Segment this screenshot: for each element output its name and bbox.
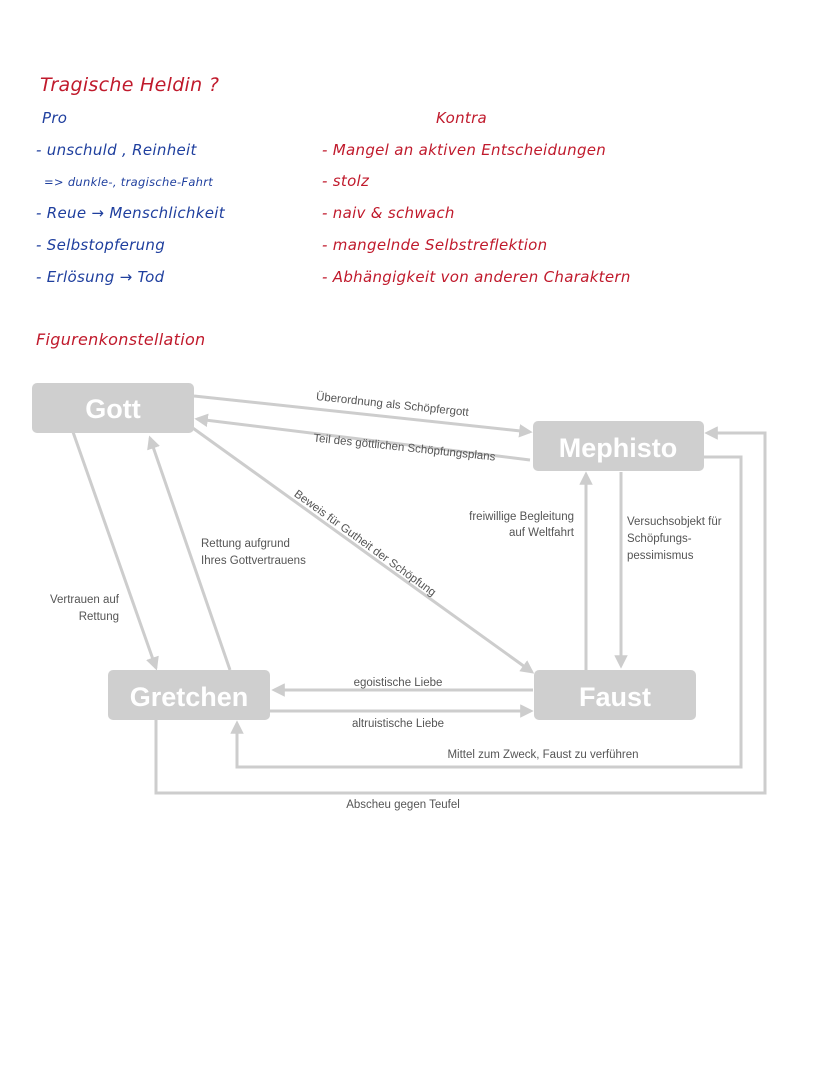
edge-label-mephisto-faust: pessimismus	[627, 550, 694, 562]
node-gott: Gott	[32, 383, 194, 433]
edge-label-gott-gretchen: Rettung	[79, 611, 119, 623]
pro-item: - Erlösung → Tod	[36, 268, 165, 286]
edge-label-gretchen-gott: Ihres Gottvertrauens	[201, 555, 306, 567]
contra-item: - Mangel an aktiven Entscheidungen	[322, 141, 607, 159]
node-gretchen: Gretchen	[108, 670, 270, 720]
edge-gretchen-mephisto	[154, 426, 767, 795]
edge-gott-faust	[189, 424, 535, 674]
edge-gott-gretchen	[71, 431, 159, 671]
edge-label-gott-mephisto: Überordnung als Schöpfergott	[315, 391, 470, 419]
edge-label-mephisto-faust: Schöpfungs-	[627, 533, 692, 545]
contra-item: - mangelnde Selbstreflektion	[322, 236, 548, 254]
edge-gott-mephisto	[193, 394, 533, 438]
pro-heading: Pro	[42, 109, 68, 127]
edge-gretchen-gott	[147, 435, 232, 671]
edge-label-gott-faust: Beweis für Gutheit der Schöpfung	[292, 488, 438, 599]
node-faust: Faust	[534, 670, 696, 720]
edge-label-gretchen-gott: Rettung aufgrund	[201, 538, 290, 550]
edge-label-mephisto-faust: Versuchsobjekt für	[627, 516, 722, 528]
edge-label-mephisto-gott: Teil des göttlichen Schöpfungsplans	[313, 432, 496, 463]
edge-label-faust-gretchen: egoistische Liebe	[354, 677, 443, 689]
edge-label-gretchen-faust: altruistische Liebe	[352, 718, 444, 730]
node-mephisto-label: Mephisto	[559, 433, 678, 463]
pro-item: - unschuld , Reinheit	[36, 141, 197, 159]
contra-item: - naiv & schwach	[322, 204, 455, 222]
pro-item: - Selbstopferung	[36, 236, 166, 254]
node-mephisto: Mephisto	[533, 421, 704, 471]
character-constellation-diagram: Gott Mephisto Gretchen Faust Überordnung…	[32, 383, 767, 811]
contra-item: - Abhängigkeit von anderen Charaktern	[322, 268, 631, 286]
edge-mephisto-gretchen	[230, 455, 743, 769]
edge-mephisto-gott	[194, 413, 531, 462]
node-faust-label: Faust	[579, 682, 651, 712]
edge-label-gretchen-mephisto: Abscheu gegen Teufel	[346, 799, 460, 811]
edge-label-gott-gretchen: Vertrauen auf	[50, 594, 120, 606]
page-title: Tragische Heldin ?	[40, 74, 220, 96]
contra-heading: Kontra	[436, 109, 488, 127]
edge-label-mephisto-gretchen: Mittel zum Zweck, Faust zu verführen	[447, 749, 638, 761]
node-gretchen-label: Gretchen	[130, 682, 249, 712]
edge-label-faust-mephisto: freiwillige Begleitung	[469, 511, 574, 523]
contra-item: - stolz	[322, 172, 370, 190]
pro-item: => dunkle-, tragische-Fahrt	[44, 175, 214, 189]
node-gott-label: Gott	[85, 394, 140, 424]
section-title: Figurenkonstellation	[36, 330, 206, 349]
edge-label-faust-mephisto: auf Weltfahrt	[509, 527, 575, 539]
pro-item: - Reue → Menschlichkeit	[36, 204, 225, 222]
